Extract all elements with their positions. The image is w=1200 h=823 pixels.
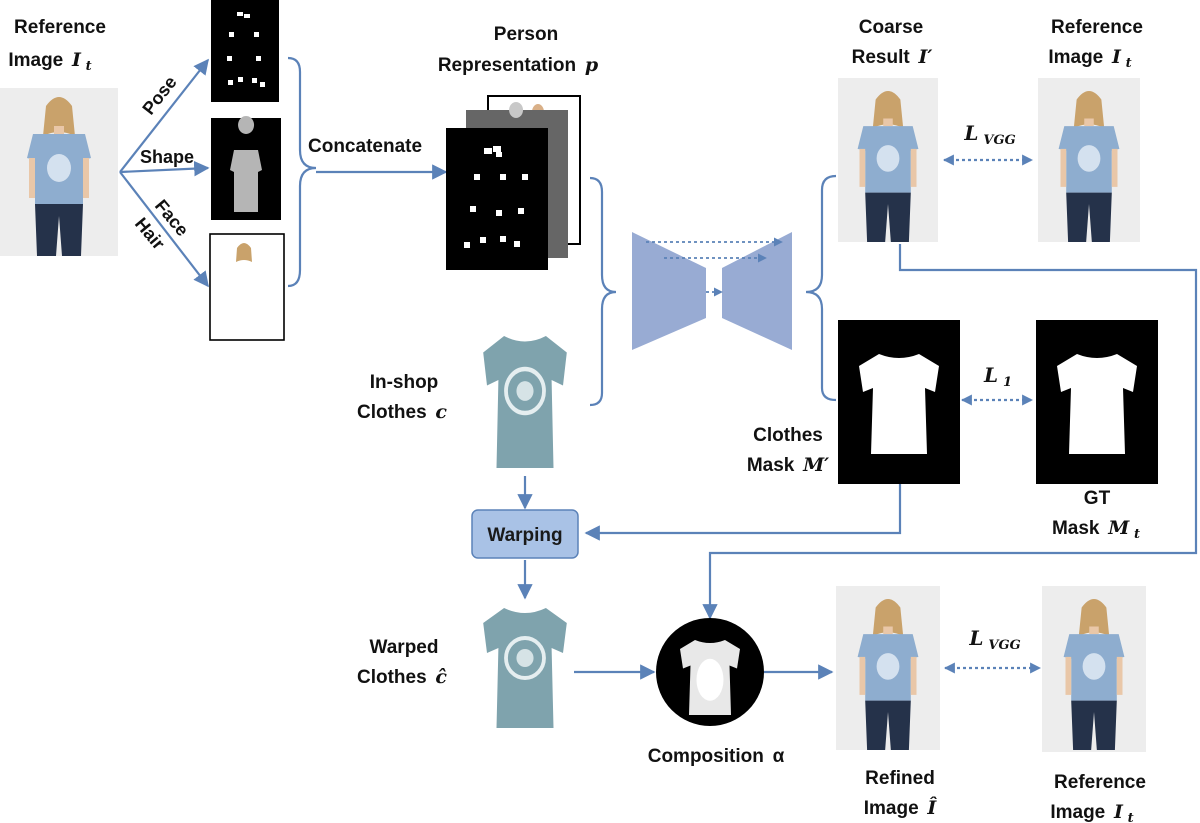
coarse-line1: Coarse bbox=[859, 17, 923, 38]
inshop-line1: In-shop bbox=[370, 372, 439, 393]
person-repr-line2: Representation p bbox=[438, 54, 599, 76]
arrow-mask-to-warping bbox=[584, 484, 902, 541]
ref-top-right-line2: Image I t bbox=[1048, 46, 1131, 71]
gt-line1: GT bbox=[1084, 488, 1111, 509]
arrow-to-shape bbox=[119, 160, 210, 177]
reference-image-bottom-right bbox=[1042, 586, 1146, 752]
warped-line1: Warped bbox=[370, 637, 439, 658]
warped-clothes-image bbox=[481, 606, 569, 730]
input-brace bbox=[589, 176, 617, 407]
ref-bottom-line2: Image I t bbox=[1050, 801, 1133, 823]
clothes-mask-line2: Mask M′ bbox=[747, 454, 829, 476]
arrow-to-pose bbox=[119, 58, 209, 173]
clothes-mask-image bbox=[838, 320, 960, 484]
gt-line2: Mask M t bbox=[1052, 517, 1140, 542]
refined-line1: Refined bbox=[865, 768, 935, 789]
ref-bottom-line1: Reference bbox=[1054, 772, 1146, 793]
coarse-result-image bbox=[838, 78, 938, 242]
arrow-coarse-to-composition bbox=[702, 244, 1198, 620]
warping-button: Warping bbox=[471, 509, 579, 559]
composition-mask bbox=[656, 618, 764, 726]
person-repr-line1: Person bbox=[494, 24, 558, 45]
in-shop-clothes-image bbox=[483, 336, 567, 468]
reference-image-top-right bbox=[1038, 78, 1140, 242]
arrow-to-face-hair bbox=[119, 171, 209, 288]
coarse-line2: Result I′ bbox=[852, 46, 933, 68]
warped-line2: Clothes ĉ bbox=[357, 666, 447, 688]
loss-vgg-bottom-label: L VGG bbox=[968, 626, 1020, 653]
output-brace bbox=[805, 174, 837, 402]
ref-top-right-line1: Reference bbox=[1051, 17, 1143, 38]
warping-label: Warping bbox=[487, 525, 562, 546]
concatenate-brace bbox=[287, 56, 317, 288]
composition-label: Composition α bbox=[648, 746, 785, 767]
loss-l1-label: L 1 bbox=[983, 363, 1012, 390]
connectors bbox=[119, 56, 1198, 680]
ref-top-left-line1: Reference bbox=[14, 17, 106, 38]
encoder-decoder-network bbox=[632, 232, 792, 350]
shape-map bbox=[211, 116, 281, 220]
pose-label: Pose bbox=[138, 72, 180, 118]
face-hair-map bbox=[209, 233, 285, 341]
loss-vgg-top-label: L VGG bbox=[963, 121, 1015, 148]
inshop-line2: Clothes c bbox=[357, 401, 447, 423]
reference-image-left bbox=[0, 88, 118, 256]
loss-arrows bbox=[942, 154, 1042, 674]
refined-image bbox=[836, 586, 940, 750]
gt-mask-image bbox=[1036, 320, 1158, 484]
concatenate-label: Concatenate bbox=[308, 136, 422, 157]
clothes-mask-line1: Clothes bbox=[753, 425, 823, 446]
refined-line2: Image Î bbox=[864, 796, 938, 819]
pose-map bbox=[211, 0, 279, 102]
person-representation-stack bbox=[446, 95, 581, 270]
ref-top-left-line2: Image I t bbox=[8, 49, 91, 74]
shape-label: Shape bbox=[140, 147, 194, 167]
